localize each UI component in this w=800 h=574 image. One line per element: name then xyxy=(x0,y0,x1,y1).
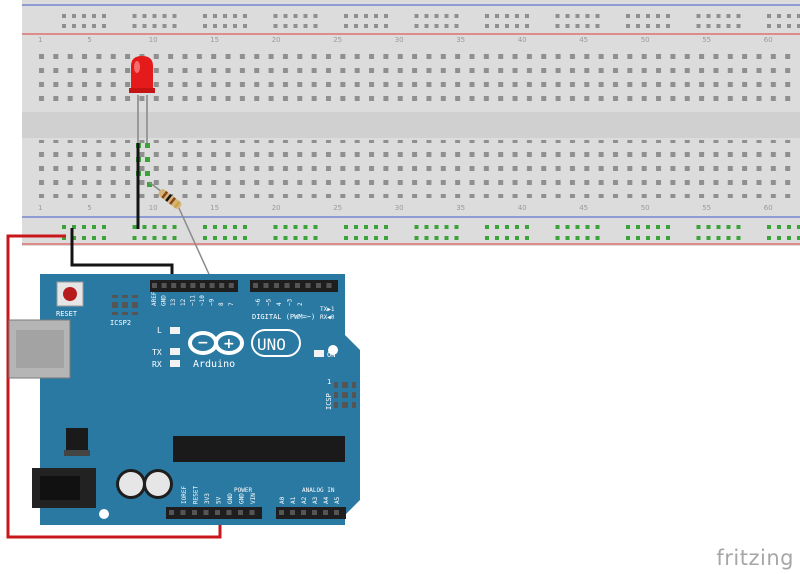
icsp-label: ICSP xyxy=(325,393,333,410)
pin-label: ~3 xyxy=(287,298,294,306)
power-label: POWER xyxy=(234,487,252,494)
pin-label: RESET xyxy=(193,486,200,504)
pin-label: A5 xyxy=(334,496,341,504)
l-label: L xyxy=(157,326,162,335)
column-number: 45 xyxy=(579,36,588,44)
column-number: 5 xyxy=(87,204,91,212)
top-rail-holes xyxy=(62,14,800,28)
digital-label: DIGITAL (PWM=~) xyxy=(252,313,315,321)
analog-pin-labels: A0 A1 A2 A3 A4 A5 xyxy=(279,496,341,504)
analog-label: ANALOG IN xyxy=(302,487,335,494)
pin-label: GND xyxy=(161,295,168,306)
pin-label: GND xyxy=(227,493,234,504)
pin-label: IOREF xyxy=(181,486,188,504)
column-number: 50 xyxy=(641,36,650,44)
arduino-board: − + xyxy=(8,274,360,525)
reset-label: RESET xyxy=(56,310,78,318)
column-number: 50 xyxy=(641,204,650,212)
pin-label: 8 xyxy=(218,302,225,306)
svg-text:+: + xyxy=(223,336,235,352)
tx-pin-label: TX▶1 xyxy=(320,306,335,313)
column-number: 55 xyxy=(702,204,711,212)
reset-button[interactable] xyxy=(56,281,84,307)
column-number: 25 xyxy=(333,204,342,212)
column-number: 45 xyxy=(579,204,588,212)
column-number: 15 xyxy=(210,204,219,212)
column-number: 60 xyxy=(764,36,773,44)
power-header[interactable] xyxy=(166,507,262,519)
pin-label: AREF xyxy=(151,291,158,306)
pin-label: ~5 xyxy=(266,298,273,306)
pin-label: 12 xyxy=(180,298,187,306)
pin-label: 13 xyxy=(170,298,177,306)
column-number: 40 xyxy=(518,36,527,44)
pin-label: ~10 xyxy=(199,295,206,306)
atmega-chip xyxy=(173,436,345,462)
column-number: 1 xyxy=(38,204,42,212)
column-number: 30 xyxy=(395,204,404,212)
rx-label: RX xyxy=(152,360,162,369)
column-number: 30 xyxy=(395,36,404,44)
icsp-one-label: 1 xyxy=(327,378,331,386)
digital-header-low[interactable] xyxy=(250,280,338,292)
bottom-rail-holes xyxy=(62,225,800,240)
breadboard: 1155101015152020252530303535404045455050… xyxy=(22,0,800,246)
on-label: ON xyxy=(327,351,335,359)
pin-label: 7 xyxy=(228,302,235,306)
pin-label: 2 xyxy=(297,302,304,306)
icsp-header xyxy=(334,380,356,412)
column-number: 15 xyxy=(210,36,219,44)
tx-label: TX xyxy=(152,348,162,357)
pin-label: A2 xyxy=(301,496,308,504)
column-number: 10 xyxy=(149,204,158,212)
column-number: 35 xyxy=(456,36,465,44)
arduino-logo xyxy=(188,331,244,355)
column-number: 20 xyxy=(272,204,281,212)
pin-label: ~9 xyxy=(209,298,216,306)
voltage-regulator xyxy=(66,428,88,450)
fritzing-watermark: fritzing xyxy=(716,546,794,570)
power-pin-labels: IOREF RESET 3V3 5V GND GND VIN xyxy=(181,486,257,504)
pin-label: A4 xyxy=(323,496,330,504)
column-number: 5 xyxy=(87,36,91,44)
wire-red-5v[interactable] xyxy=(6,234,222,539)
pin-label: A3 xyxy=(312,496,319,504)
board-name: Arduino xyxy=(193,359,235,370)
pin-label: A0 xyxy=(279,496,286,504)
svg-text:−: − xyxy=(197,335,209,351)
column-number: 25 xyxy=(333,36,342,44)
column-number: 20 xyxy=(272,36,281,44)
pin-label: 4 xyxy=(276,302,283,306)
board-model: UNO xyxy=(257,335,286,354)
pin-label: ~11 xyxy=(189,295,196,306)
column-number: 55 xyxy=(702,36,711,44)
pin-label: ~6 xyxy=(255,298,262,306)
pin-label: VIN xyxy=(250,493,257,504)
pin-label: A1 xyxy=(290,496,297,504)
column-number: 60 xyxy=(764,204,773,212)
pin-label: 5V xyxy=(216,496,223,504)
column-numbers: 1155101015152020252530303535404045455050… xyxy=(38,36,773,212)
column-number: 40 xyxy=(518,204,527,212)
icsp2-label: ICSP2 xyxy=(110,319,131,327)
column-number: 1 xyxy=(38,36,42,44)
column-number: 10 xyxy=(149,36,158,44)
icsp2-header xyxy=(112,295,142,315)
resistor[interactable] xyxy=(148,181,214,284)
pin-label: GND xyxy=(239,493,246,504)
rx-pin-label: RX◀0 xyxy=(320,314,335,321)
pin-label: 3V3 xyxy=(204,493,211,504)
led[interactable] xyxy=(129,56,155,143)
column-number: 35 xyxy=(456,204,465,212)
